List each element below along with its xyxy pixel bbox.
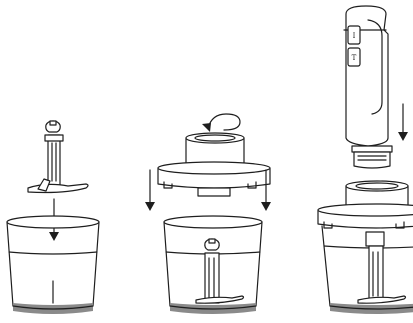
arrow-down-left-icon — [145, 169, 155, 211]
speed-button-bottom[interactable]: T — [347, 47, 361, 67]
step-1-panel — [6, 120, 100, 314]
lid — [317, 180, 413, 229]
speed-button-top[interactable]: I — [347, 25, 361, 45]
container — [163, 215, 263, 314]
step-2-panel — [145, 113, 271, 314]
step-3-panel: I T — [317, 5, 413, 314]
arrow-down-right-icon — [261, 169, 271, 211]
arrow-down-icon — [398, 103, 408, 141]
motor-unit: I T — [343, 5, 393, 169]
container — [321, 225, 413, 314]
blade-unit — [27, 120, 89, 194]
button-label-top: I — [353, 32, 356, 40]
blade-unit — [357, 231, 407, 304]
rotate-arrow-icon — [202, 113, 241, 132]
lid — [157, 132, 271, 197]
container — [6, 215, 100, 314]
button-label-bottom: T — [352, 54, 357, 62]
blade-unit — [195, 238, 245, 304]
